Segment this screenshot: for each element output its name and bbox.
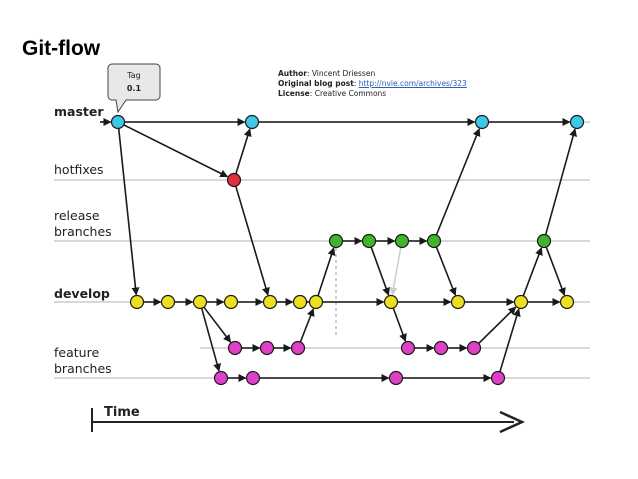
blog-post-link[interactable]: http://nvie.com/archives/323 [358, 79, 467, 88]
release-commit [426, 233, 442, 249]
license-line: License: Creative Commons [278, 89, 387, 98]
release-commit [536, 233, 552, 249]
feature-commit [466, 340, 482, 356]
edge-r3-m2 [435, 128, 481, 236]
master-commit [474, 114, 490, 130]
lane-label-hotfixes: hotfixes [54, 162, 104, 177]
release-commit [361, 233, 377, 249]
develop-commit [383, 294, 399, 310]
develop-commit [308, 294, 324, 310]
feature-commit [290, 340, 306, 356]
time-axis: Time [91, 405, 526, 434]
edge-fa2-d6 [299, 308, 315, 343]
lane-label-feature-line1: feature [54, 345, 99, 360]
develop-commit [450, 294, 466, 310]
lane-label-feature-line2: branches [54, 361, 112, 376]
feature-commit [245, 370, 261, 386]
develop-commit [129, 294, 145, 310]
edge-h0-d4 [235, 185, 270, 296]
feature-commit [400, 340, 416, 356]
edge-r2-d7 [389, 247, 402, 296]
develop-commit [513, 294, 529, 310]
release-commit [394, 233, 410, 249]
develop-commit [192, 294, 208, 310]
develop-commit [262, 294, 278, 310]
develop-commit [559, 294, 575, 310]
license-label: License [278, 89, 310, 98]
hotfix-commit [226, 172, 242, 188]
commit-edges [100, 118, 577, 382]
tag-label: Tag [126, 71, 141, 80]
author-line: Author: Vincent Driessen [278, 69, 376, 78]
edge-h0-m1 [235, 128, 252, 175]
blog-post-label: Original blog post [278, 79, 354, 88]
edge-r4-m3 [544, 128, 577, 235]
tag-callout: Tag 0.1 [107, 63, 161, 114]
edge-r3-d8 [435, 246, 457, 296]
commit-nodes [110, 114, 585, 386]
blog-post-line: Original blog post: http://nvie.com/arch… [278, 79, 467, 88]
edge-d9-r4 [522, 247, 543, 297]
edge-m0-d0 [117, 128, 140, 296]
edge-r1-d7 [370, 246, 390, 296]
feature-commit [433, 340, 449, 356]
edge-d7-fa3 [392, 307, 407, 342]
release-commit [328, 233, 344, 249]
develop-commit [160, 294, 176, 310]
master-commit [110, 114, 126, 130]
feature-commit [213, 370, 229, 386]
develop-commit [223, 294, 239, 310]
author-label: Author [278, 69, 307, 78]
edge-fa5-d9 [478, 306, 517, 345]
edge-d2-fb0 [200, 308, 221, 372]
time-label: Time [104, 405, 140, 420]
lane-label-release-line1: release [54, 208, 100, 223]
tag-version: 0.1 [127, 84, 142, 93]
master-commit [244, 114, 260, 130]
edge-d2-fa0 [203, 306, 232, 343]
edge-d6-r0 [317, 247, 336, 297]
edge-fb3-d9 [499, 308, 521, 373]
feature-commit [490, 370, 506, 386]
edge-r4-d10 [545, 246, 566, 296]
feature-commit [388, 370, 404, 386]
master-commit [569, 114, 585, 130]
lane-label-master: master [54, 104, 104, 119]
lane-label-release-line2: branches [54, 224, 112, 239]
slide-title: Git-flow [22, 37, 101, 60]
author-value: Vincent Driessen [311, 69, 376, 78]
develop-commit [292, 294, 308, 310]
feature-commit [227, 340, 243, 356]
edge-m0-h0 [123, 124, 229, 178]
lane-label-develop: develop [54, 286, 110, 301]
license-value: Creative Commons [314, 89, 387, 98]
feature-commit [259, 340, 275, 356]
credits-block: Author: Vincent Driessen Original blog p… [278, 69, 467, 99]
